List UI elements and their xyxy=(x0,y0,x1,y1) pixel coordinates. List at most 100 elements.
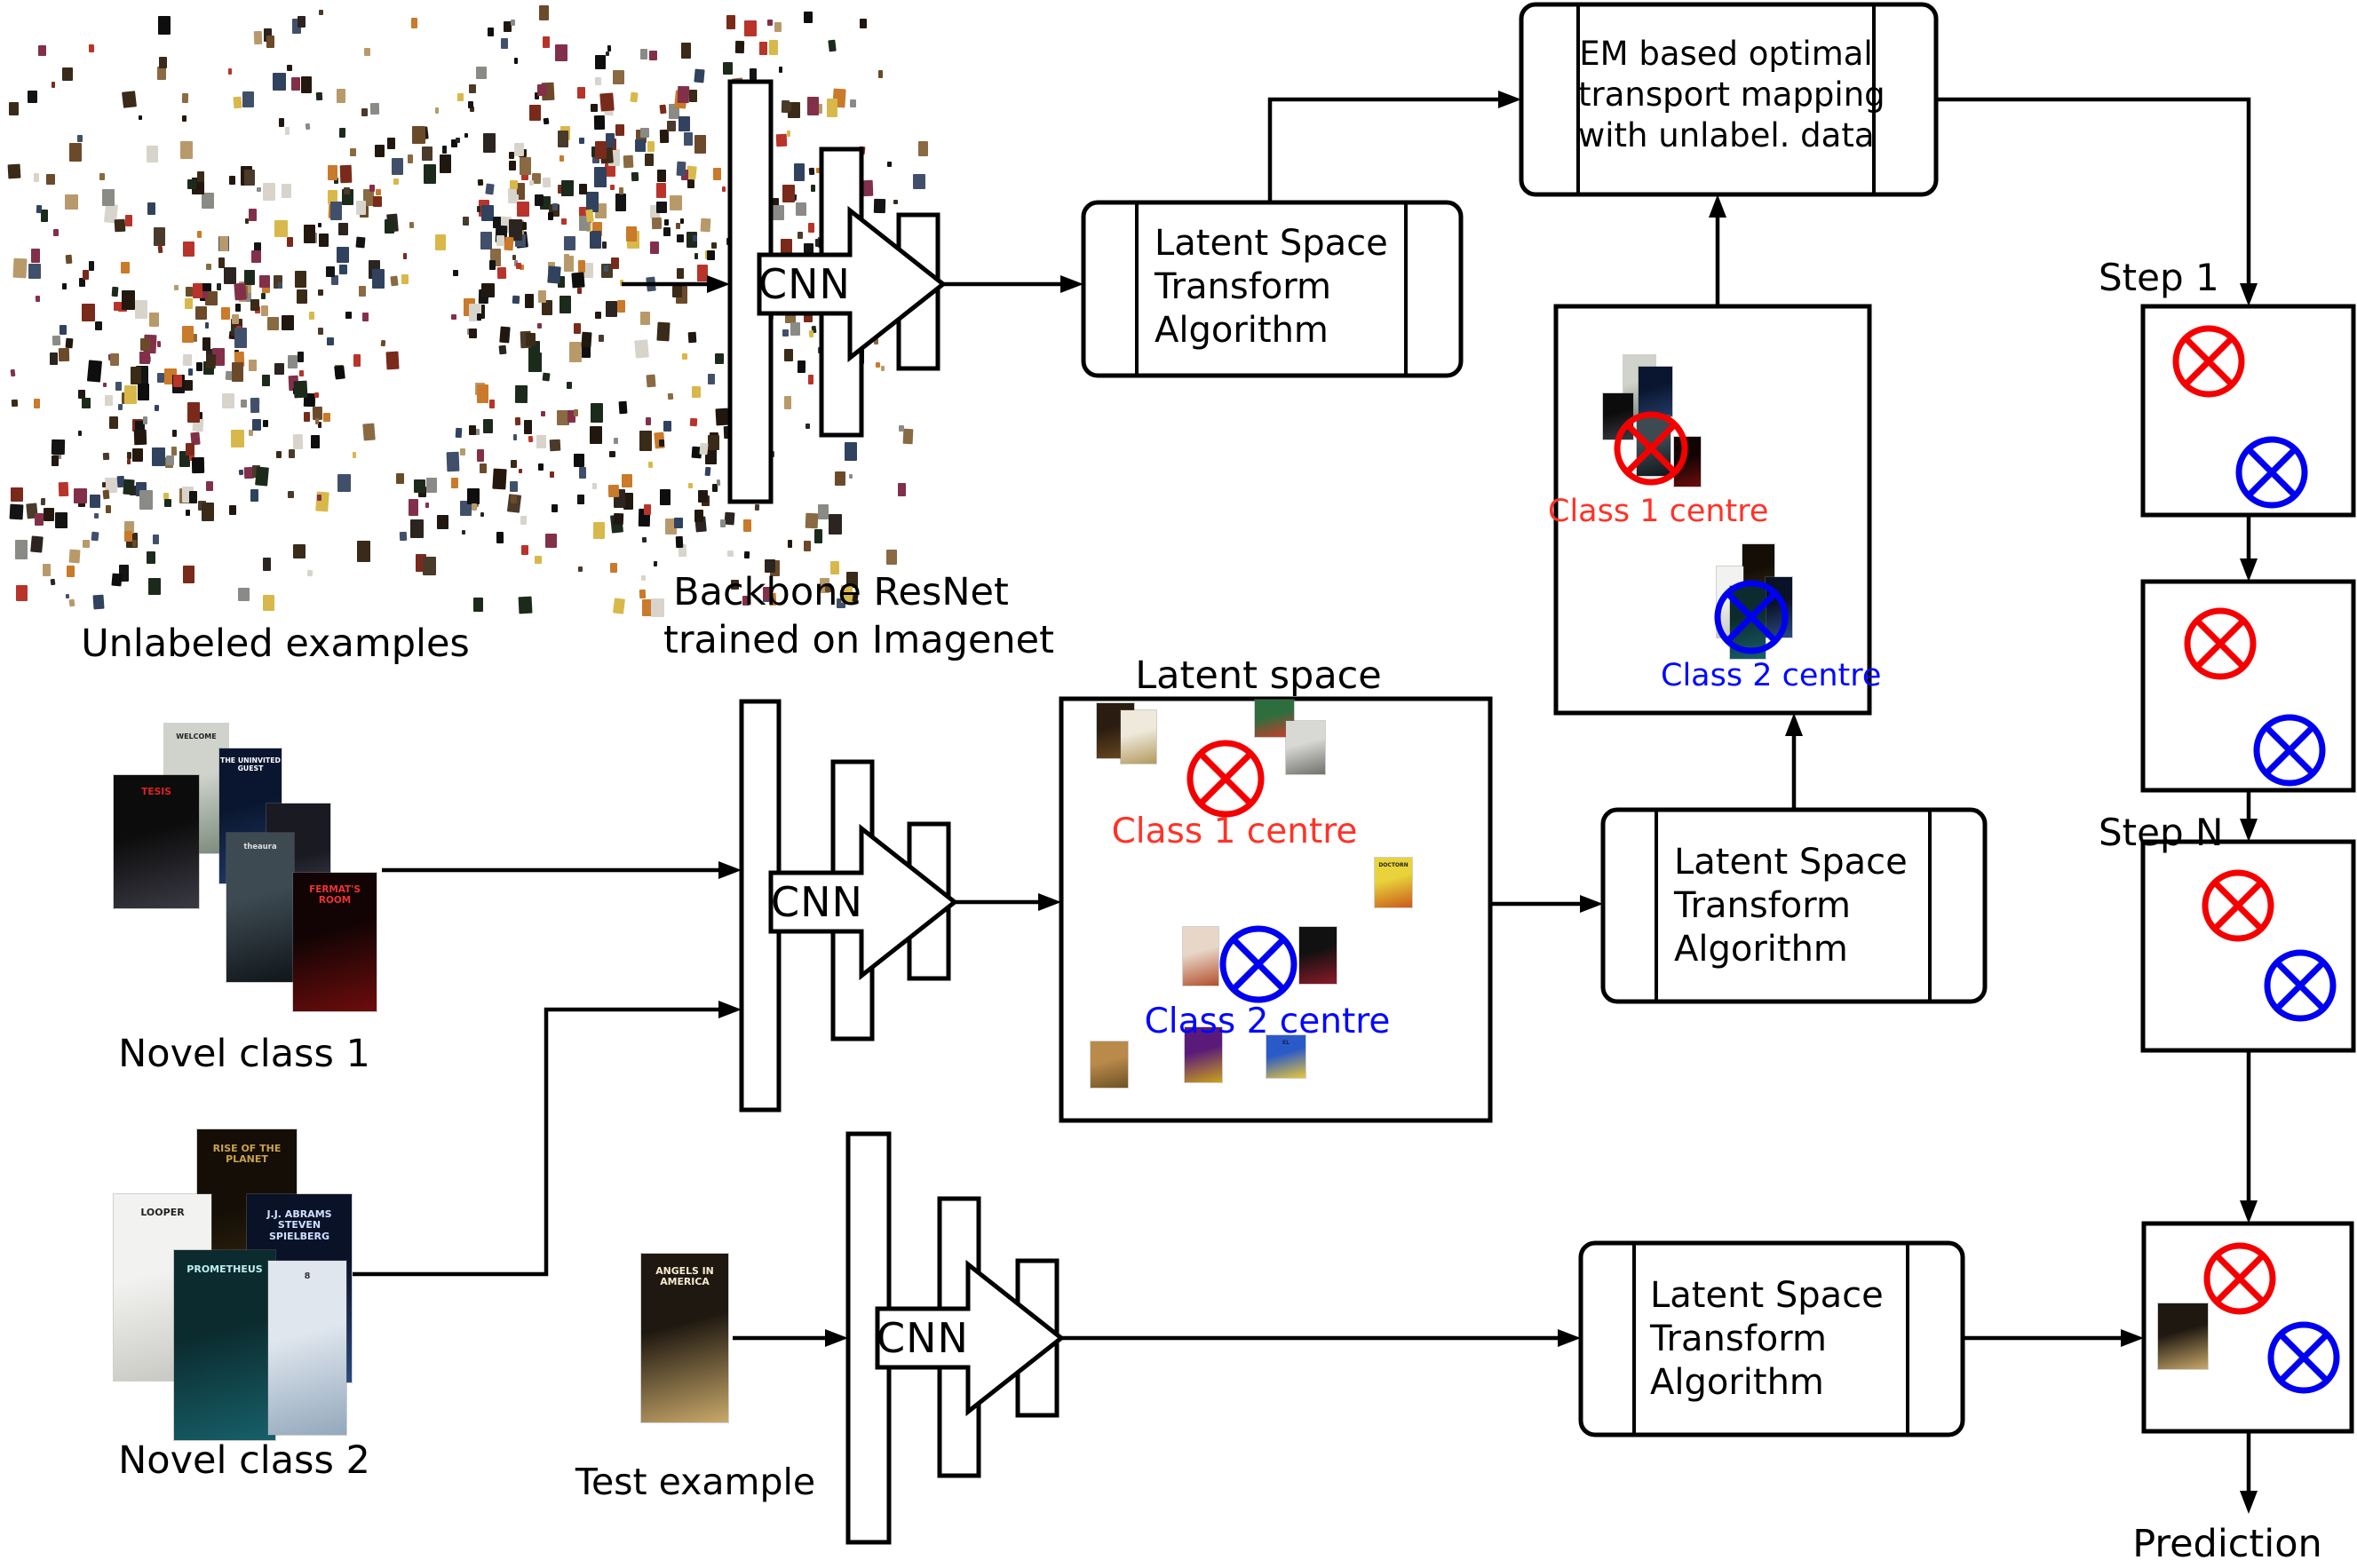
poster-title-text: FERMAT'S ROOM xyxy=(309,884,361,907)
collage-tile xyxy=(591,222,603,236)
collage-tile xyxy=(807,223,814,233)
collage-tile xyxy=(273,73,287,91)
collage-tile xyxy=(529,105,542,121)
collage-tile xyxy=(819,578,829,594)
collage-tile xyxy=(234,303,241,313)
collage-tile xyxy=(899,425,904,432)
collage-tile xyxy=(817,503,829,520)
collage-tile xyxy=(122,290,136,310)
collage-tile xyxy=(294,271,307,289)
collage-tile xyxy=(535,194,544,206)
collage-tile xyxy=(663,219,670,226)
arrow-lsta2-to-classbox-head xyxy=(1785,713,1803,736)
collage-tile xyxy=(519,157,532,176)
poster-title-text: ANGELS IN AMERICA xyxy=(655,1264,714,1288)
collage-tile xyxy=(578,566,583,573)
lsta3-line1: Latent Space xyxy=(1650,1275,1884,1316)
collage-tile xyxy=(623,493,634,511)
collage-tile xyxy=(804,12,813,24)
collage-tile xyxy=(159,56,167,68)
collage-tile xyxy=(278,118,285,128)
collage-tile xyxy=(715,352,725,365)
lsta1-line2: Transform xyxy=(1155,266,1331,307)
collage-tile xyxy=(509,160,516,171)
collage-tile xyxy=(250,298,259,312)
collage-tile xyxy=(243,270,255,286)
class1-centre-marker-step1 xyxy=(2172,325,2245,398)
collage-tile xyxy=(339,264,347,275)
collage-tile xyxy=(797,231,804,240)
collage-tile xyxy=(813,528,823,543)
collage-tile xyxy=(535,91,540,99)
collage-tile xyxy=(147,577,161,596)
collage-tile xyxy=(51,81,56,89)
collage-tile xyxy=(639,49,648,59)
collage-tile xyxy=(496,235,505,247)
class1-centre-marker-latent xyxy=(1186,740,1265,818)
collage-tile xyxy=(543,36,551,48)
collage-tile xyxy=(669,194,683,211)
collage-tile xyxy=(359,286,367,297)
collage-tile xyxy=(223,266,236,285)
collage-tile xyxy=(142,416,148,425)
collage-tile xyxy=(50,352,59,365)
collage-tile xyxy=(520,545,529,555)
collage-tile xyxy=(577,288,583,294)
unlabeled-examples-label: Unlabeled examples xyxy=(81,622,470,666)
collage-tile xyxy=(477,313,482,321)
collage-tile xyxy=(594,311,602,320)
collage-tile xyxy=(60,324,67,335)
collage-tile xyxy=(88,261,95,271)
collage-tile xyxy=(483,132,496,153)
collage-tile xyxy=(682,353,687,360)
collage-tile xyxy=(456,93,464,101)
collage-tile xyxy=(421,147,433,162)
collage-tile xyxy=(918,141,928,156)
collage-tile xyxy=(293,543,306,559)
collage-tile xyxy=(440,154,452,173)
collage-tile xyxy=(782,329,790,337)
collage-tile xyxy=(227,68,233,75)
collage-tile xyxy=(539,4,550,20)
collage-tile xyxy=(231,314,239,324)
collage-tile xyxy=(711,242,717,249)
collage-tile xyxy=(323,413,330,423)
collage-tile xyxy=(53,229,59,237)
collage-tile xyxy=(787,539,793,548)
collage-tile xyxy=(488,27,494,36)
collage-tile xyxy=(592,483,598,489)
collage-tile xyxy=(558,276,566,288)
collage-tile xyxy=(603,265,608,272)
collage-tile xyxy=(298,15,306,28)
collage-tile xyxy=(877,69,884,79)
poster-title-text: PROMETHEUS xyxy=(186,1263,263,1275)
class2-centre-marker-stepN xyxy=(2264,949,2337,1022)
collage-tile xyxy=(125,215,132,226)
collage-tile xyxy=(14,539,28,559)
em-line1: EM based optimal xyxy=(1579,35,1873,73)
collage-tile xyxy=(328,190,337,204)
arrow-novel2-to-cnn2 xyxy=(353,1007,718,1277)
collage-tile xyxy=(510,460,517,468)
collage-tile xyxy=(42,564,51,577)
collage-tile xyxy=(411,18,418,28)
collage-tile xyxy=(180,141,194,159)
collage-tile xyxy=(557,130,568,147)
collage-tile xyxy=(102,481,107,487)
collage-tile xyxy=(274,219,288,237)
collage-tile xyxy=(655,182,667,198)
collage-tile xyxy=(369,185,376,193)
collage-tile xyxy=(804,312,813,322)
collage-tile xyxy=(664,519,678,535)
collage-tile xyxy=(258,274,271,289)
class2-centre-marker-latent xyxy=(1219,925,1298,1003)
collage-tile xyxy=(656,201,667,214)
collage-tile xyxy=(593,167,607,187)
collage-tile xyxy=(730,579,739,590)
collage-tile xyxy=(109,353,120,366)
collage-tile xyxy=(476,449,485,463)
collage-tile xyxy=(541,411,545,417)
collage-tile xyxy=(337,247,349,264)
collage-tile xyxy=(40,210,49,222)
collage-tile xyxy=(567,409,575,424)
